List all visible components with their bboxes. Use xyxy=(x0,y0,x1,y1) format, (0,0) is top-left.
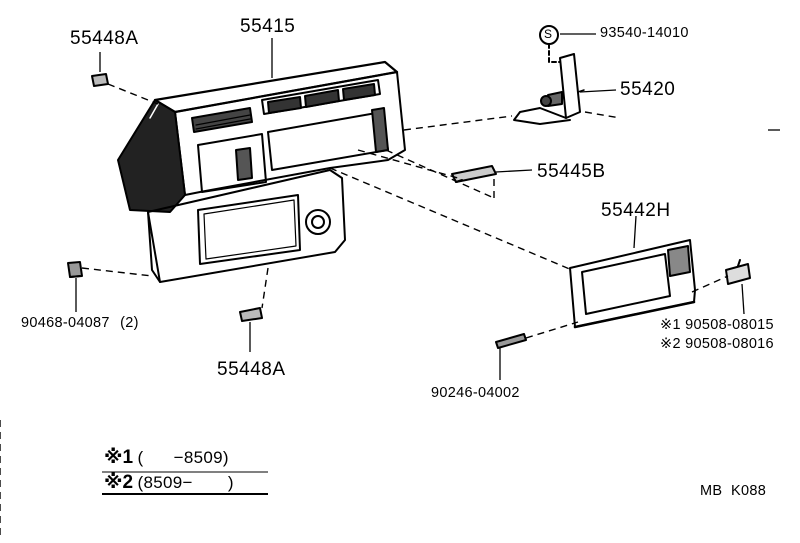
part-label-55415: 55415 xyxy=(240,16,296,37)
legend-range-1: ( −8509) xyxy=(137,448,229,467)
part-label-90508-08015: ※1 90508-08015 xyxy=(660,317,774,333)
clamp xyxy=(725,259,751,285)
part-label-55448a-bottom: 55448A xyxy=(217,359,286,380)
clip-nut xyxy=(67,261,83,278)
legend-row-2: ※2 (8509− ) xyxy=(104,473,234,492)
pin xyxy=(495,333,527,349)
leader-lines xyxy=(75,33,780,380)
part-label-55448a-top: 55448A xyxy=(70,28,139,49)
part-label-55442h: 55442H xyxy=(601,200,671,221)
holder xyxy=(451,165,497,183)
assembly-lines xyxy=(0,83,729,538)
part-label-55420: 55420 xyxy=(620,79,676,100)
lid-panel xyxy=(569,239,696,329)
clip-bottom xyxy=(239,307,263,322)
legend-mark-1: ※1 xyxy=(104,447,134,468)
part-label-90508-08016: ※2 90508-08016 xyxy=(660,336,774,352)
screw-symbol-label: S xyxy=(544,27,553,41)
legend-range-2: (8509− ) xyxy=(137,473,234,492)
legend-mark-2: ※2 xyxy=(104,472,134,493)
cluster-finish-panel xyxy=(117,60,406,283)
legend-row-1: ※1 ( −8509) xyxy=(104,448,229,467)
quantity: (2) xyxy=(120,315,139,331)
part-label-55445b: 55445B xyxy=(537,161,606,182)
bracket xyxy=(513,53,585,125)
part-label-90246-04002: 90246-04002 xyxy=(431,385,520,401)
part-label-93540-14010: 93540-14010 xyxy=(600,25,689,41)
part-label-90468-04087: 90468-04087 (2) xyxy=(21,316,139,331)
clip-top xyxy=(91,73,109,87)
part-number: 90468-04087 xyxy=(21,315,110,331)
diagram-code: MB K088 xyxy=(700,483,767,499)
